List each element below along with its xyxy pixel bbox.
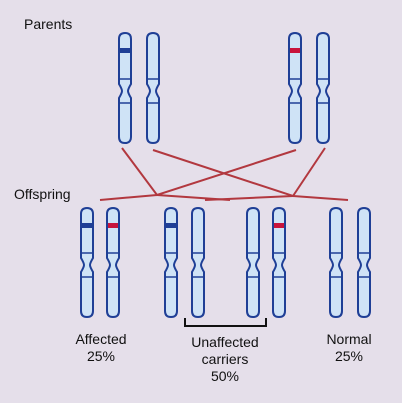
chromosome-parent1-mutant: [118, 31, 132, 145]
chromosome-affected-1: [80, 206, 94, 319]
cross-lines: [99, 147, 349, 201]
chromosome-carrier2-mutant: [272, 206, 286, 319]
chromosomes: [80, 31, 371, 319]
normal-label: Normal 25%: [326, 331, 371, 365]
chromosome-body: [246, 206, 260, 319]
carriers-bracket: [184, 318, 267, 327]
parents-label: Parents: [24, 16, 73, 32]
chromosome-body: [106, 206, 120, 319]
chromosome-body: [164, 206, 178, 319]
chromosome-body: [357, 206, 371, 319]
normal-text: Normal: [326, 331, 372, 347]
mutant-band-blue: [120, 48, 130, 53]
mutant-band-blue: [166, 223, 176, 228]
chromosome-parent2-normal: [316, 31, 330, 145]
chromosome-affected-2: [106, 206, 120, 319]
chromosome-carrier1-normal: [191, 206, 205, 319]
mutant-band-blue: [82, 223, 92, 228]
mutant-band-red: [274, 223, 284, 228]
chromosome-body: [288, 31, 302, 145]
chromosome-body: [329, 206, 343, 319]
cross-line-6: [204, 195, 294, 201]
chromosome-parent2-mutant: [288, 31, 302, 145]
chromosome-carrier2-normal: [246, 206, 260, 319]
cross-line-3: [99, 194, 158, 201]
chromosome-body: [191, 206, 205, 319]
affected-percent: 25%: [86, 348, 116, 364]
affected-text: Affected: [75, 331, 127, 347]
chromosome-parent1-normal: [146, 31, 160, 145]
carriers-percent: 50%: [210, 368, 240, 384]
chromosome-normal-1: [329, 206, 343, 319]
cross-line-4: [292, 195, 349, 201]
mutant-band-red: [290, 48, 300, 53]
chromosome-body: [80, 206, 94, 319]
chromosome-normal-2: [357, 206, 371, 319]
chromosome-body: [118, 31, 132, 145]
offspring-label: Offspring: [14, 186, 71, 202]
carriers-label: Unaffected carriers 50%: [191, 334, 258, 385]
affected-label: Affected 25%: [75, 331, 126, 365]
chromosome-carrier1-mutant: [164, 206, 178, 319]
mutant-band-red: [108, 223, 118, 228]
chromosome-body: [146, 31, 160, 145]
carriers-text-line1: Unaffected: [191, 334, 259, 350]
chromosome-body: [316, 31, 330, 145]
carriers-text-line2: carriers: [201, 351, 249, 367]
chromosome-body: [272, 206, 286, 319]
normal-percent: 25%: [334, 348, 364, 364]
